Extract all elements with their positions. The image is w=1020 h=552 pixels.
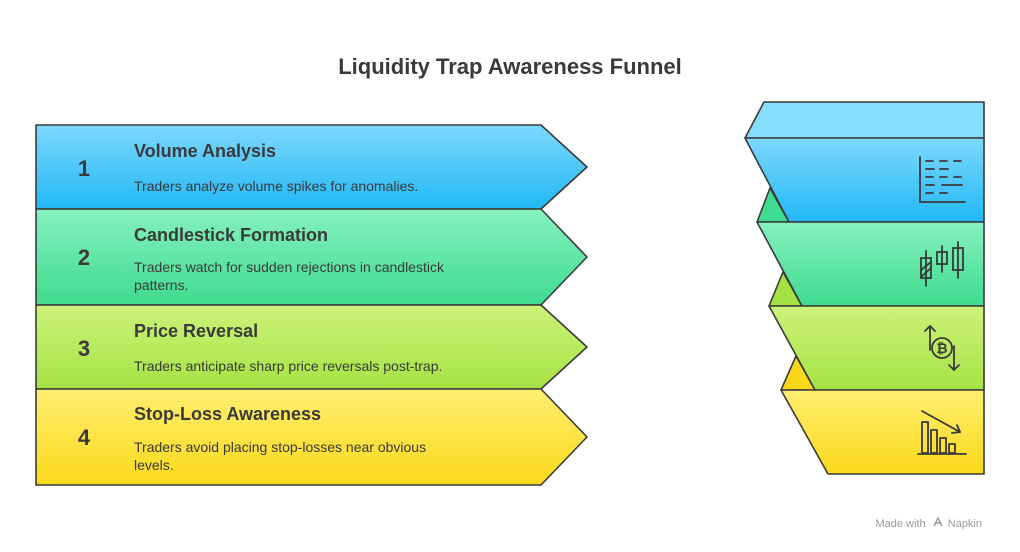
stage-4-title: Stop-Loss Awareness bbox=[134, 404, 321, 424]
stage-band-2: 2 Candlestick Formation Traders watch fo… bbox=[35, 208, 588, 306]
stage-4-description-line-1: Traders avoid placing stop-losses near o… bbox=[134, 439, 426, 455]
stage-1-arrow bbox=[35, 124, 588, 210]
credit-prefix: Made with bbox=[875, 518, 926, 530]
napkin-credit[interactable]: Made with Napkin bbox=[875, 517, 982, 530]
stage-3-arrow bbox=[35, 304, 588, 390]
stage-band-1: 1 Volume Analysis Traders analyze volume… bbox=[35, 124, 588, 210]
stage-2-description-line-2: patterns. bbox=[134, 277, 188, 293]
declining-chart-icon bbox=[917, 410, 967, 455]
stage-4-description-line-2: levels. bbox=[134, 457, 174, 473]
svg-text:₿: ₿ bbox=[936, 340, 947, 356]
stage-4-arrow bbox=[35, 388, 588, 486]
stage-2-arrow bbox=[35, 208, 588, 306]
stage-1-title: Volume Analysis bbox=[134, 141, 276, 161]
stage-3-description-line-1: Traders anticipate sharp price reversals… bbox=[134, 358, 442, 374]
volume-bars-icon bbox=[919, 156, 966, 203]
bitcoin-reversal-icon: ₿ bbox=[924, 325, 960, 371]
funnel-illustration: ₿ bbox=[744, 101, 985, 475]
stage-1-number: 1 bbox=[78, 156, 90, 181]
stage-2-description-line-1: Traders watch for sudden rejections in c… bbox=[134, 259, 445, 275]
stage-band-3: 3 Price Reversal Traders anticipate shar… bbox=[35, 304, 588, 390]
stage-2-number: 2 bbox=[78, 245, 90, 270]
funnel-top bbox=[744, 101, 985, 139]
stage-3-number: 3 bbox=[78, 336, 90, 361]
candlestick-icon bbox=[920, 241, 964, 287]
credit-brand: Napkin bbox=[947, 518, 982, 530]
stage-1-description-line-1: Traders analyze volume spikes for anomal… bbox=[134, 178, 418, 194]
diagram-title: Liquidity Trap Awareness Funnel bbox=[338, 54, 682, 79]
stage-4-number: 4 bbox=[78, 425, 91, 450]
stage-band-4: 4 Stop-Loss Awareness Traders avoid plac… bbox=[35, 388, 588, 486]
napkin-logo-icon bbox=[933, 517, 943, 527]
stage-2-title: Candlestick Formation bbox=[134, 225, 328, 245]
stage-3-title: Price Reversal bbox=[134, 321, 258, 341]
